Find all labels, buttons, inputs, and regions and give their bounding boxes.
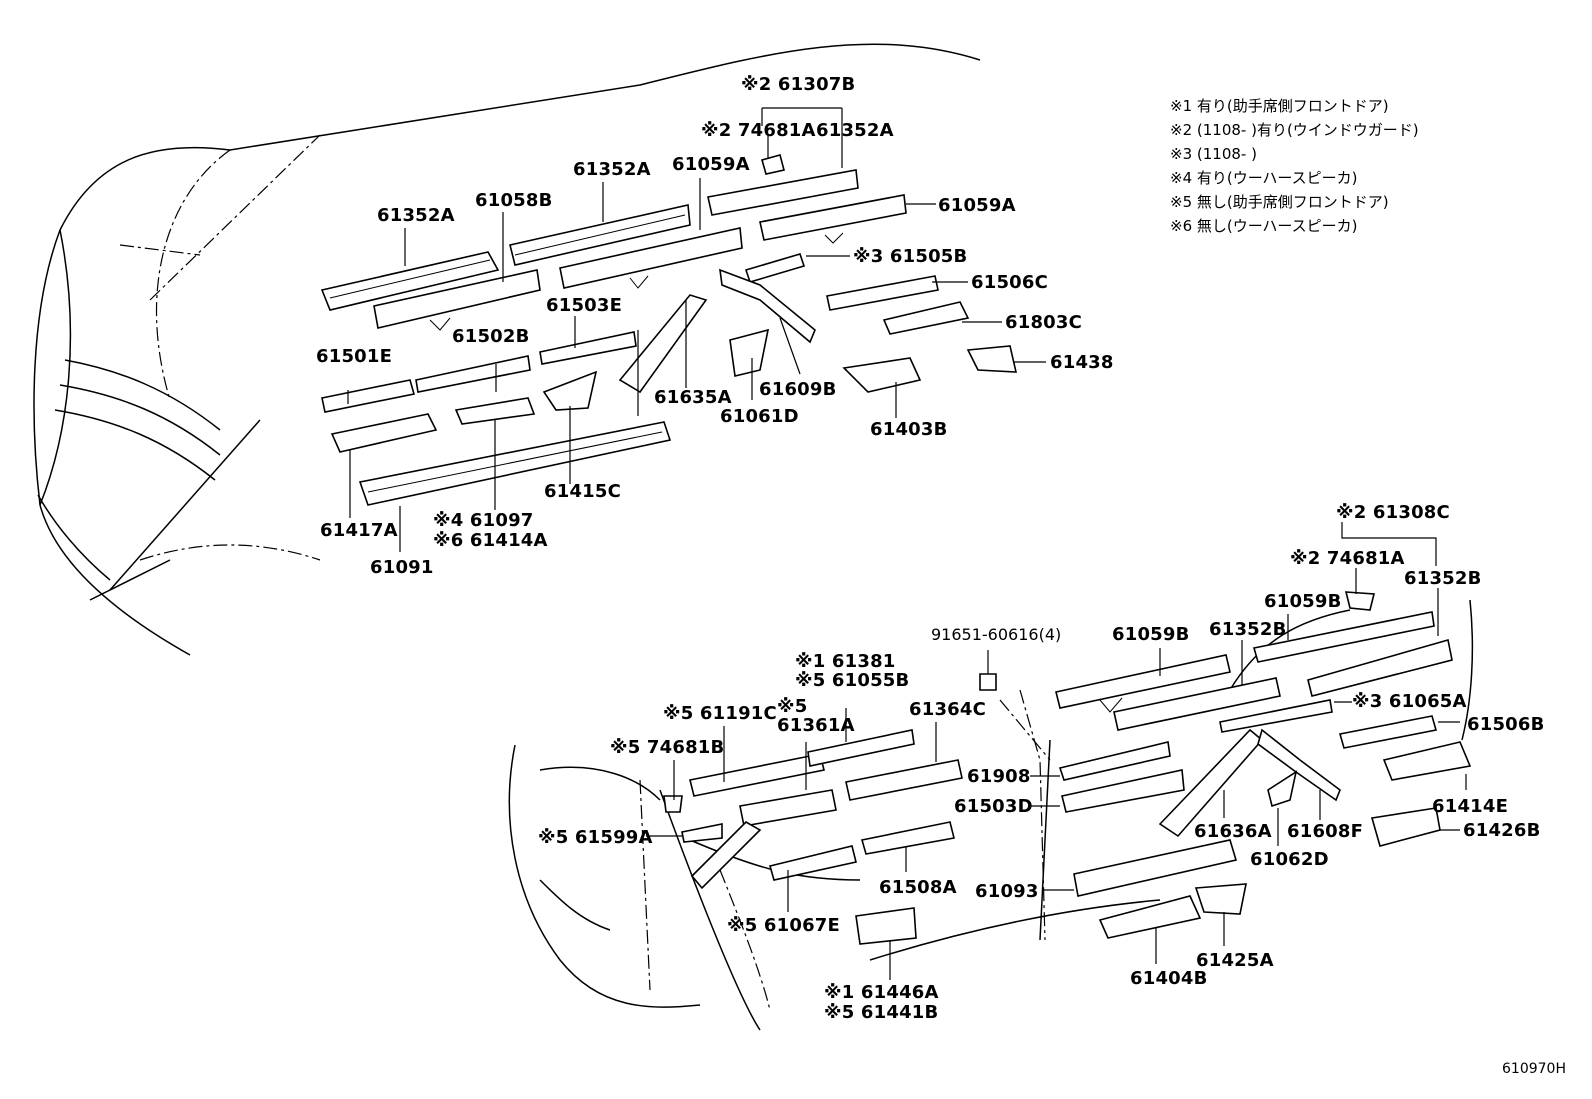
label-61506C: 61506C — [971, 272, 1049, 293]
label-61403B: 61403B — [870, 419, 948, 440]
label-61503E: 61503E — [546, 295, 623, 316]
label-61352B-middle: 61352B — [1209, 619, 1287, 640]
label-61308C: ※2 61308C — [1336, 502, 1450, 523]
legend-note-1: ※1 有り(助手席側フロントドア) — [1170, 97, 1389, 115]
label-61364C: 61364C — [909, 699, 987, 720]
label-61352A-left: 61352A — [377, 205, 455, 226]
label-61191C: ※5 61191C — [663, 703, 777, 724]
label-61415C: 61415C — [544, 481, 622, 502]
label-61059A-middle: 61059A — [672, 154, 750, 175]
leader-lines — [347, 107, 1467, 980]
label-61609B: 61609B — [759, 379, 837, 400]
legend-note-2: ※2 (1108- )有り(ウインドウガード) — [1170, 121, 1419, 139]
label-61361A: 61361A — [777, 715, 855, 736]
label-61414E: 61414E — [1432, 796, 1509, 817]
label-note5-61361A: ※5 — [777, 696, 808, 717]
label-61446A: ※1 61446A — [824, 982, 939, 1003]
lower-parts — [663, 591, 1472, 945]
label-61065A: ※3 61065A — [1352, 691, 1467, 712]
label-61426B: 61426B — [1463, 820, 1541, 841]
diagram-code: 610970H — [1502, 1061, 1566, 1077]
label-61803C: 61803C — [1005, 312, 1083, 333]
label-61352A-right: 61352A — [816, 120, 894, 141]
label-61599A: ※5 61599A — [538, 827, 653, 848]
label-61055B: ※5 61055B — [795, 670, 910, 691]
label-61502B: 61502B — [452, 326, 530, 347]
legend-note-6: ※6 無し(ウーハースピーカ) — [1170, 217, 1358, 235]
label-61908: 61908 — [967, 766, 1031, 787]
legend-note-5: ※5 無し(助手席側フロントドア) — [1170, 193, 1389, 211]
label-61438: 61438 — [1050, 352, 1114, 373]
label-61307B: ※2 61307B — [741, 74, 856, 95]
label-61067E: ※5 61067E — [727, 915, 841, 936]
label-61417A: 61417A — [320, 520, 398, 541]
label-61352B-right: 61352B — [1404, 568, 1482, 589]
label-61059A-right: 61059A — [938, 195, 1016, 216]
label-61059B-left: 61059B — [1112, 624, 1190, 645]
label-61093: 61093 — [975, 881, 1039, 902]
label-61441B: ※5 61441B — [824, 1002, 939, 1023]
label-74681B: ※5 74681B — [610, 737, 725, 758]
label-61062D: 61062D — [1250, 849, 1329, 870]
legend-note-3: ※3 (1108- ) — [1170, 145, 1257, 163]
label-61058B: 61058B — [475, 190, 553, 211]
label-61061D: 61061D — [720, 406, 799, 427]
label-61635A: 61635A — [654, 387, 732, 408]
label-61508A: 61508A — [879, 877, 957, 898]
label-61091: 61091 — [370, 557, 434, 578]
label-61404B: 61404B — [1130, 968, 1208, 989]
label-74681A-lower: ※2 74681A — [1290, 548, 1405, 569]
label-61506B: 61506B — [1467, 714, 1545, 735]
label-61059B-right: 61059B — [1264, 591, 1342, 612]
label-61381: ※1 61381 — [795, 651, 896, 672]
label-61097: ※4 61097 — [433, 510, 534, 531]
label-61352A-middle: 61352A — [573, 159, 651, 180]
label-91651-60616: 91651-60616(4) — [931, 625, 1062, 644]
legend-note-4: ※4 有り(ウーハースピーカ) — [1170, 169, 1358, 187]
label-74681A-upper: ※2 74681A — [701, 120, 816, 141]
label-61608F: 61608F — [1287, 821, 1364, 842]
label-61636A: 61636A — [1194, 821, 1272, 842]
label-61425A: 61425A — [1196, 950, 1274, 971]
label-61503D: 61503D — [954, 796, 1033, 817]
upper-parts — [320, 154, 1018, 506]
label-61505B: ※3 61505B — [853, 246, 968, 267]
label-61501E: 61501E — [316, 346, 393, 367]
vehicle-body-outline — [33, 43, 981, 656]
label-61414A: ※6 61414A — [433, 530, 548, 551]
